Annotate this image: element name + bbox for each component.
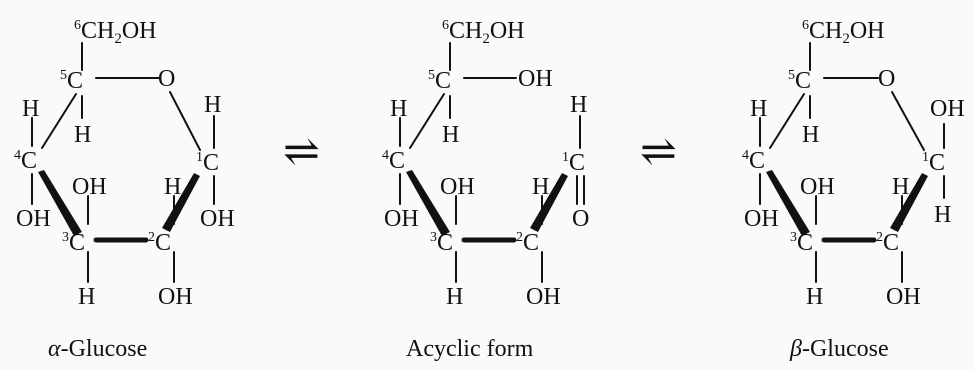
alpha-c5-label: 5C — [60, 68, 83, 94]
acyclic-h1-label: H — [570, 92, 587, 118]
beta-bond-c5-c4 — [769, 93, 805, 149]
beta-wedge-c4-c3 — [766, 170, 810, 236]
beta-h5-label: H — [802, 122, 819, 148]
beta-oh2-label: OH — [886, 284, 921, 310]
beta-oh1-label: OH — [930, 96, 965, 122]
acyclic-oh3-label: OH — [440, 174, 475, 200]
equilibrium-arrow-left: ⇌ — [283, 127, 320, 176]
alpha-h3-label: H — [78, 284, 95, 310]
acyclic-h2-label: H — [532, 174, 549, 200]
beta-bond-o-c1 — [891, 91, 925, 151]
beta-wedge-c2-c1 — [890, 173, 928, 232]
acyclic-form-caption: Acyclic form — [406, 336, 534, 362]
alpha-glucose-caption: α-Glucose — [48, 336, 147, 362]
acyclic-c1-label: 1C — [562, 150, 585, 176]
alpha-oh4-label: OH — [16, 206, 51, 232]
acyclic-c6-label: 6CH2OH — [442, 18, 525, 47]
acyclic-oh4-label: OH — [384, 206, 419, 232]
alpha-c6-label: 6CH2OH — [74, 18, 157, 47]
alpha-h1-label: H — [204, 92, 221, 118]
beta-c6-label: 6CH2OH — [802, 18, 885, 47]
alpha-glucose-structure: 6CH2OH 5C O H H 4C OH OH 3C H H 2C OH H … — [14, 18, 235, 362]
acyclic-c2-label: 2C — [516, 230, 539, 256]
alpha-h2-label: H — [164, 174, 181, 200]
beta-c2-label: 2C — [876, 230, 899, 256]
acyclic-h4-label: H — [390, 96, 407, 122]
alpha-ring-oxygen: O — [158, 66, 175, 92]
equilibrium-arrow-right: ⇌ — [640, 127, 677, 176]
alpha-oh3-label: OH — [72, 174, 107, 200]
acyclic-form-structure: 6CH2OH 5C OH H H 4C OH OH 3C H H 2C OH H… — [382, 18, 589, 362]
beta-oh3-label: OH — [800, 174, 835, 200]
acyclic-bond-c5-c4 — [409, 93, 445, 149]
beta-h4-label: H — [750, 96, 767, 122]
beta-c4-label: 4C — [742, 148, 765, 174]
acyclic-o1-label: O — [572, 206, 589, 232]
alpha-wedge-c2-c1 — [162, 173, 200, 232]
alpha-c4-label: 4C — [14, 148, 37, 174]
alpha-oh1-label: OH — [200, 206, 235, 232]
alpha-h4-label: H — [22, 96, 39, 122]
acyclic-h3-label: H — [446, 284, 463, 310]
acyclic-c4-label: 4C — [382, 148, 405, 174]
alpha-c3-label: 3C — [62, 230, 85, 256]
alpha-oh2-label: OH — [158, 284, 193, 310]
beta-h2-label: H — [892, 174, 909, 200]
beta-ring-oxygen: O — [878, 66, 895, 92]
alpha-bond-o-c1 — [169, 91, 201, 151]
alpha-bond-c5-c4 — [41, 93, 77, 149]
beta-glucose-caption: β-Glucose — [789, 336, 889, 362]
beta-c1-label: 1C — [922, 150, 945, 176]
beta-h1-label: H — [934, 202, 951, 228]
beta-c5-label: 5C — [788, 68, 811, 94]
acyclic-wedge-c4-c3 — [406, 170, 450, 236]
beta-c3-label: 3C — [790, 230, 813, 256]
alpha-h5-label: H — [74, 122, 91, 148]
acyclic-c3-label: 3C — [430, 230, 453, 256]
acyclic-wedge-c2-c1 — [530, 173, 568, 232]
alpha-c1-label: 1C — [196, 150, 219, 176]
acyclic-c5-label: 5C — [428, 68, 451, 94]
beta-glucose-structure: 6CH2OH 5C O H H 4C OH OH 3C H H 2C OH OH… — [742, 18, 965, 362]
acyclic-h5-label: H — [442, 122, 459, 148]
acyclic-oh5-label: OH — [518, 66, 553, 92]
alpha-c2-label: 2C — [148, 230, 171, 256]
acyclic-oh2-label: OH — [526, 284, 561, 310]
beta-oh4-label: OH — [744, 206, 779, 232]
beta-h3-label: H — [806, 284, 823, 310]
alpha-wedge-c4-c3 — [38, 170, 82, 236]
